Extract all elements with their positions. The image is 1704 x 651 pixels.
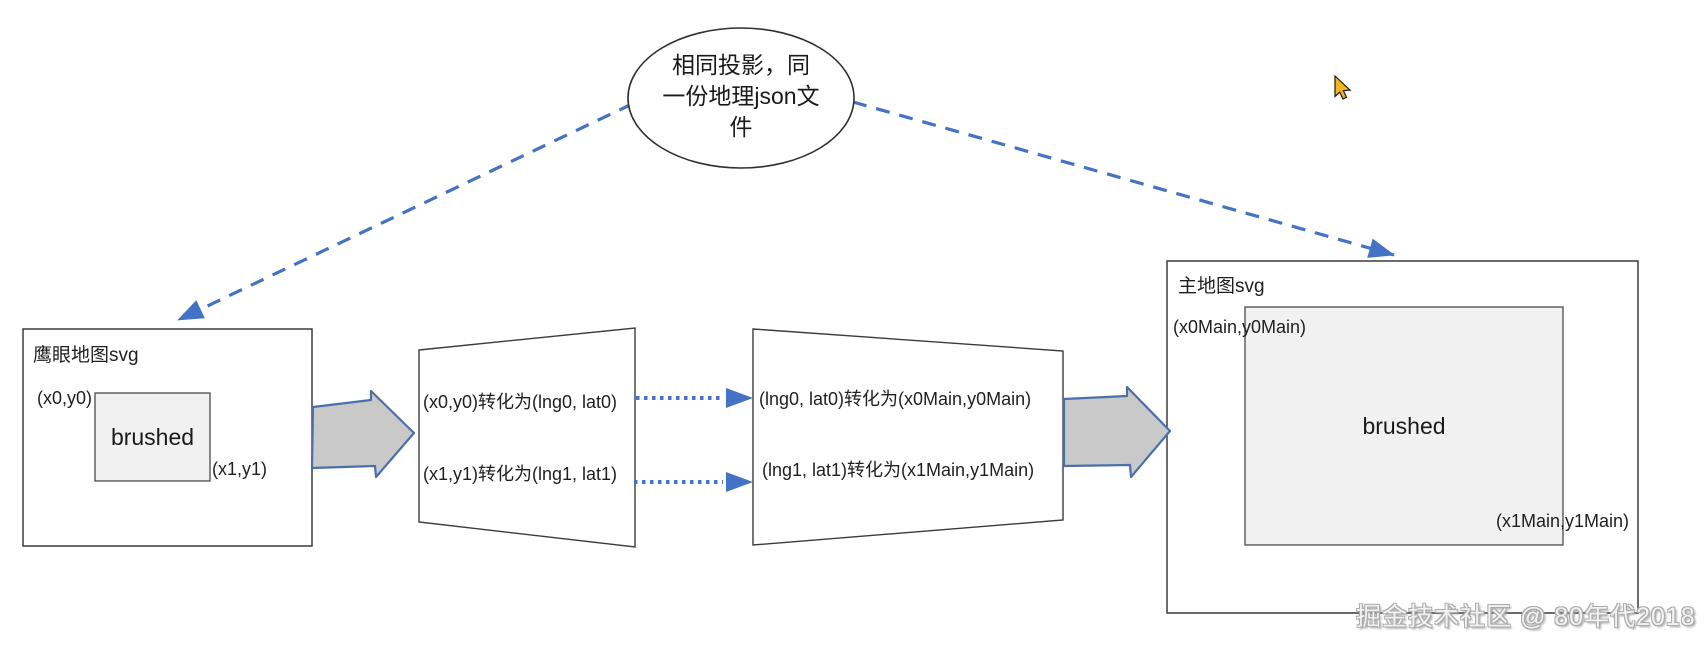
dotted-arrowhead-bottom-icon xyxy=(726,472,753,492)
overview-brushed-label: brushed xyxy=(110,423,195,450)
block-arrow-right-icon xyxy=(1062,385,1172,479)
step1-conversion-line1: (x0,y0)转化为(lng0, lat0) xyxy=(423,392,618,412)
dotted-arrowhead-top-icon xyxy=(726,388,753,408)
overview-bottomright-coord: (x1,y1) xyxy=(212,459,268,479)
transform-step1-trapezoid xyxy=(418,327,636,548)
note-line-2: 一份地理json文 xyxy=(662,83,820,109)
shared-projection-ellipse xyxy=(627,27,855,169)
main-topleft-coord: (x0Main,y0Main) xyxy=(1173,317,1307,337)
step1-conversion-line2: (x1,y1)转化为(lng1, lat1) xyxy=(423,464,618,484)
overview-brushed-rect xyxy=(94,392,211,482)
main-map-title: 主地图svg xyxy=(1178,276,1265,297)
overview-topleft-coord: (x0,y0) xyxy=(37,388,93,408)
step2-conversion-line1: (lng0, lat0)转化为(x0Main,y0Main) xyxy=(759,389,1032,409)
note-line-3: 件 xyxy=(729,114,753,140)
shared-projection-note: 相同投影，同 一份地理json文 件 xyxy=(611,50,871,143)
mouse-cursor-icon xyxy=(1334,74,1352,100)
dashed-connector-right xyxy=(852,100,1395,258)
main-bottomright-coord: (x1Main,y1Main) xyxy=(1496,511,1630,531)
watermark-text: 掘金技术社区 @ 80年代2018 xyxy=(1356,603,1696,631)
overview-map-title: 鹰眼地图svg xyxy=(33,345,139,366)
note-line-1: 相同投影，同 xyxy=(672,52,810,78)
main-brushed-label: brushed xyxy=(1362,412,1446,439)
dashed-connector-left xyxy=(177,102,633,322)
transform-step2-trapezoid xyxy=(752,328,1064,546)
main-brushed-rect xyxy=(1244,306,1564,546)
block-arrow-left-icon xyxy=(310,389,416,479)
step2-conversion-line2: (lng1, lat1)转化为(x1Main,y1Main) xyxy=(762,460,1035,480)
